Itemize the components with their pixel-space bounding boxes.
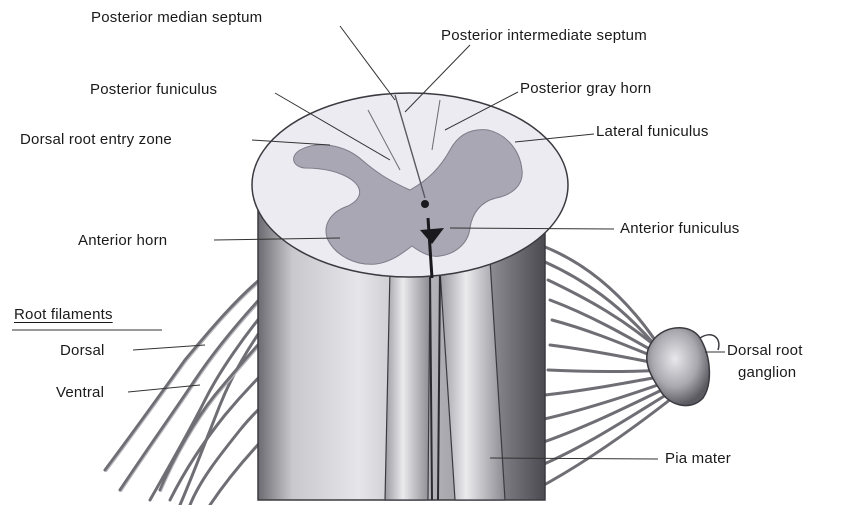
label-posterior-median-septum: Posterior median septum [91, 9, 262, 26]
label-anterior-funiculus: Anterior funiculus [620, 220, 740, 237]
label-dorsal: Dorsal [60, 342, 105, 359]
label-posterior-funiculus: Posterior funiculus [90, 81, 217, 98]
label-dorsal-root-entry-zone: Dorsal root entry zone [20, 131, 172, 148]
label-dorsal-root-ganglion-line2: ganglion [738, 364, 796, 381]
label-root-filaments: Root filaments [14, 306, 113, 323]
label-lateral-funiculus: Lateral funiculus [596, 123, 709, 140]
label-posterior-gray-horn: Posterior gray horn [520, 80, 651, 97]
label-posterior-intermediate-septum: Posterior intermediate septum [441, 27, 647, 44]
label-dorsal-root-ganglion-line1: Dorsal root [727, 342, 803, 359]
anterior-column-left [385, 270, 430, 500]
label-anterior-horn: Anterior horn [78, 232, 167, 249]
label-pia-mater: Pia mater [665, 450, 731, 467]
cross-section-white-matter [252, 93, 568, 277]
central-canal [421, 200, 429, 208]
label-ventral: Ventral [56, 384, 104, 401]
